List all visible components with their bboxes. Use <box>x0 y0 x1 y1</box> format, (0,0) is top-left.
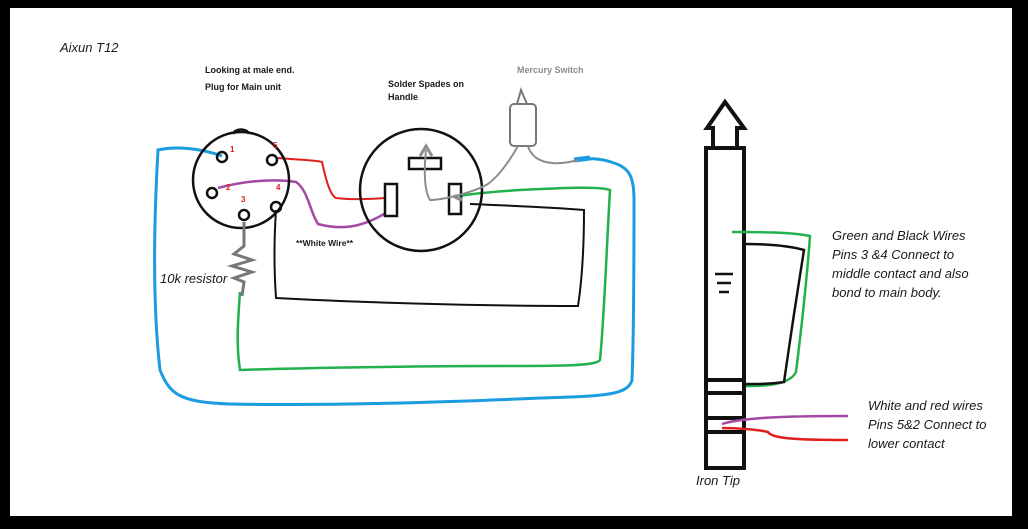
white-wire-label: **White Wire** <box>296 238 354 248</box>
white-red-note-line2: Pins 5&2 Connect to <box>868 417 987 432</box>
pin-number-2: 2 <box>226 183 231 192</box>
tip-red-wire <box>721 426 849 442</box>
iron-tip-arrow <box>703 98 748 150</box>
plug-connector <box>191 130 291 230</box>
green-black-note-line1: Green and Black Wires <box>832 228 966 243</box>
plug-caption-line1: Looking at male end. <box>205 65 295 75</box>
mercury-switch-label: Mercury Switch <box>517 65 584 75</box>
pin-number-5: 5 <box>273 141 278 150</box>
plug-pin-4 <box>269 200 283 214</box>
plug-caption-line2: Plug for Main unit <box>205 82 281 92</box>
gray-wire-spade <box>453 194 463 202</box>
resistor-10k <box>226 222 257 297</box>
resistor-label: 10k resistor <box>160 271 228 286</box>
spades-caption-line2: Handle <box>388 92 418 102</box>
iron-tip-label: Iron Tip <box>696 473 740 488</box>
plug-pin-3 <box>237 208 251 222</box>
blue-wire <box>153 146 636 407</box>
plug-pin-1 <box>215 150 229 164</box>
green-black-note: Green and Black Wires Pins 3 &4 Connect … <box>832 228 969 300</box>
plug-pin-5 <box>265 153 279 167</box>
mercury-switch-top <box>516 87 528 105</box>
iron-tip-body <box>704 146 746 470</box>
green-wire <box>236 186 612 372</box>
tip-purple-wire <box>721 414 849 426</box>
white-red-note-line1: White and red wires <box>868 398 983 413</box>
handle-spades <box>358 127 484 253</box>
diagram-title: Aixun T12 <box>59 40 119 55</box>
tip-black-wire <box>743 242 806 386</box>
plug-pin-2 <box>205 186 219 200</box>
white-red-note-line3: lower contact <box>868 436 946 451</box>
plug-key-notch <box>231 128 251 135</box>
green-black-note-line2: Pins 3 &4 Connect to <box>832 247 954 262</box>
gray-wire-arrow <box>418 143 434 157</box>
diagram-background <box>10 8 1012 516</box>
green-black-note-line3: middle contact and also <box>832 266 969 281</box>
pin-number-3: 3 <box>241 195 246 204</box>
pin-number-4: 4 <box>276 183 281 192</box>
spades-caption-line1: Solder Spades on <box>388 79 464 89</box>
black-wire <box>273 203 586 308</box>
pin-number-1: 1 <box>230 145 235 154</box>
green-black-note-line4: bond to main body. <box>832 285 942 300</box>
mercury-switch <box>509 103 537 147</box>
purple-wire <box>217 179 385 229</box>
white-red-note: White and red wires Pins 5&2 Connect to … <box>868 398 987 451</box>
spade-left <box>383 182 399 218</box>
gray-wire-right <box>527 145 579 165</box>
